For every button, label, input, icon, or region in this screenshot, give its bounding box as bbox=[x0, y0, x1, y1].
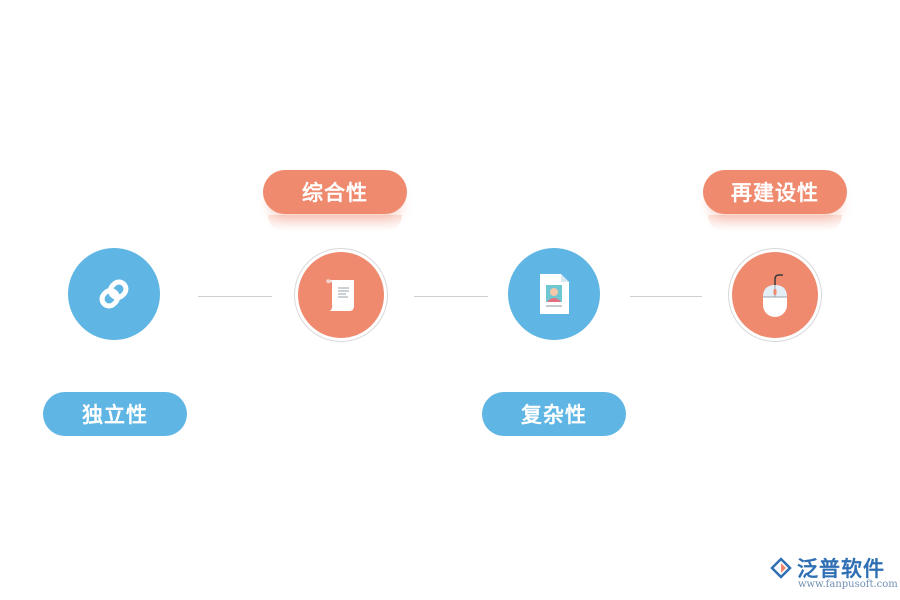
node-complexity-label: 复杂性 bbox=[482, 392, 626, 436]
node-independence-label: 独立性 bbox=[43, 392, 187, 436]
fanpu-logo-icon bbox=[770, 557, 792, 579]
brand-url: www.fanpusoft.com bbox=[798, 579, 898, 590]
connector-line bbox=[630, 296, 702, 297]
node-complexity-circle bbox=[508, 248, 600, 340]
scroll-document-icon bbox=[326, 279, 354, 311]
node-comprehensiveness-circle bbox=[298, 252, 384, 338]
node-comprehensiveness-label: 综合性 bbox=[263, 170, 407, 214]
connector-line bbox=[414, 296, 488, 297]
brand-name: 泛普软件 bbox=[797, 557, 885, 581]
node-independence-circle bbox=[68, 248, 160, 340]
connector-line bbox=[198, 296, 272, 297]
label-reflection bbox=[268, 215, 402, 231]
node-reconstructability-label: 再建设性 bbox=[703, 170, 847, 214]
brand-logo: 泛普软件 www.fanpusoft.com bbox=[770, 553, 898, 590]
label-reflection bbox=[708, 215, 842, 231]
link-icon bbox=[99, 279, 129, 309]
mouse-icon bbox=[763, 274, 787, 317]
node-reconstructability-circle bbox=[732, 252, 818, 338]
profile-document-icon bbox=[540, 274, 569, 314]
